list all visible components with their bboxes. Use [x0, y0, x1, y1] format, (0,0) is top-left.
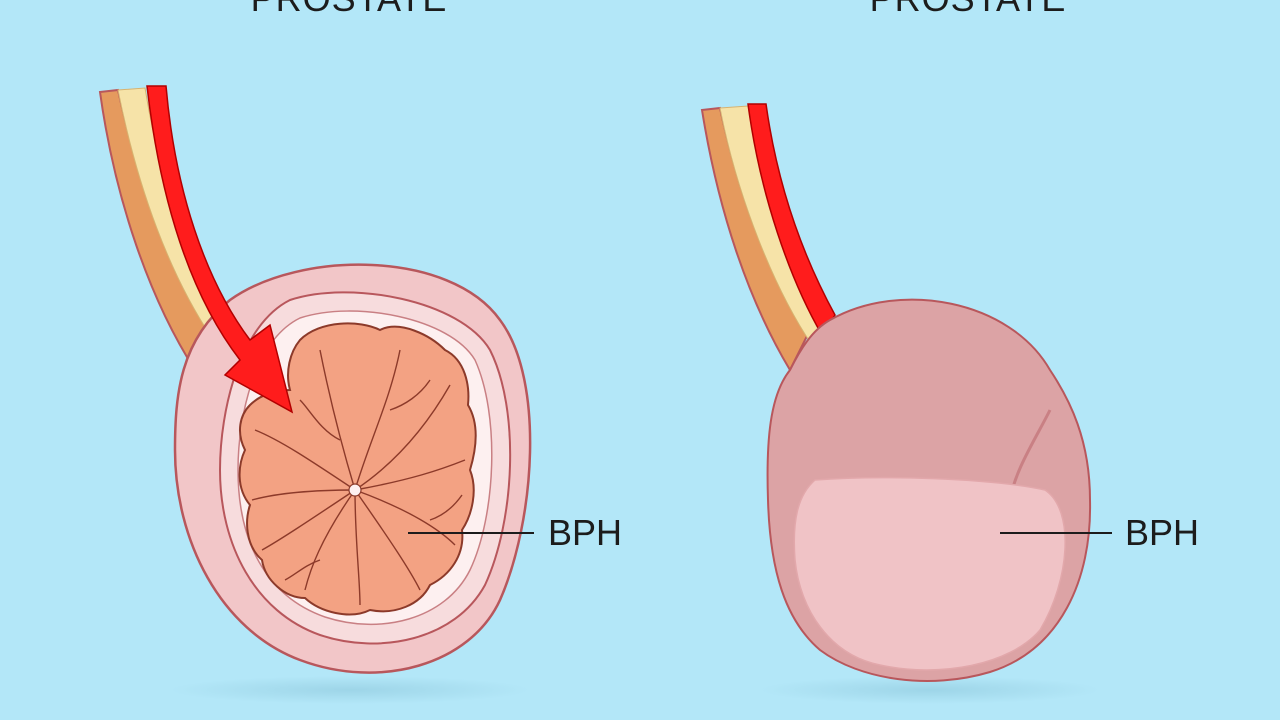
vas-deferens-right: [700, 103, 836, 373]
cross-section-prostate: [98, 85, 534, 704]
enlarged-gland-front-lobe: [793, 476, 1066, 671]
enlarged-prostate: [700, 103, 1112, 704]
prostate-heading-left: PROSTATE: [251, 0, 448, 20]
gland-veins: [251, 349, 466, 606]
urethra-flow-arrow: [146, 85, 294, 414]
bph-label-left: BPH: [548, 512, 623, 553]
bph-label-right: BPH: [1125, 512, 1200, 553]
shadow-right: [760, 676, 1100, 704]
gland-tissue: [238, 322, 477, 616]
prostate-heading-right: PROSTATE: [870, 0, 1067, 20]
shadow-left: [170, 676, 530, 704]
